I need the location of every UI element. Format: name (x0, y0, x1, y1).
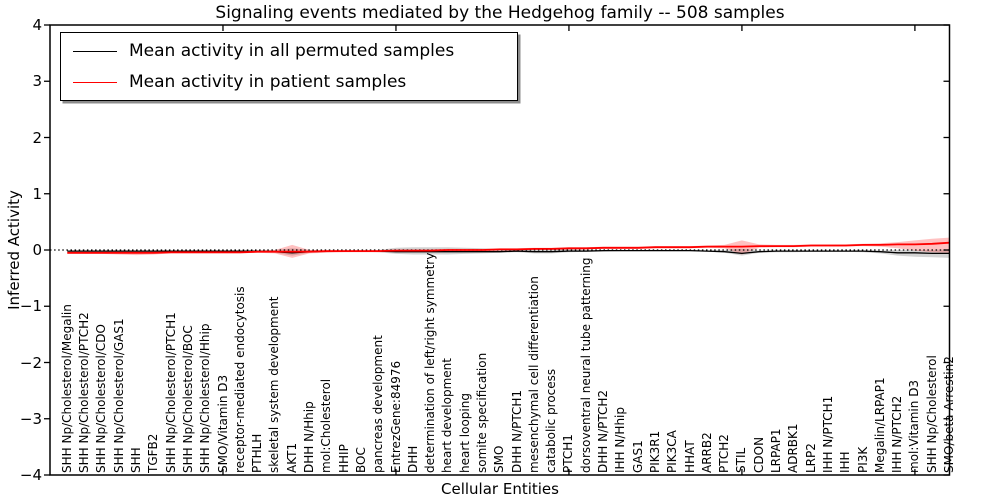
category-label: HHIP (336, 444, 351, 473)
category-label: PIK3CA (665, 430, 680, 473)
category-label: determination of left/right symmetry (423, 252, 438, 473)
plot-frame (49, 24, 951, 476)
category-label: LRP2 (803, 443, 818, 473)
x-axis-title: Cellular Entities (441, 480, 559, 498)
category-label: IHH N/PTCH2 (890, 395, 905, 473)
category-label: heart looping (457, 393, 472, 473)
patient-band-area (67, 237, 950, 258)
category-label: mol:Cholesterol (319, 378, 334, 473)
permuted-mean-line (67, 249, 950, 255)
category-label: ARRB2 (699, 432, 714, 473)
category-label: mol:Vitamin D3 (907, 379, 922, 473)
category-label: PTCH2 (717, 434, 732, 473)
category-label: PIK3R1 (647, 430, 662, 473)
category-label: STIL (734, 447, 749, 473)
y-axis-title: Inferred Activity (5, 190, 23, 310)
y-tick-label: −1 (19, 297, 42, 316)
category-label: SHH Np/Cholesterol/CDO (94, 324, 109, 473)
category-label: HHAT (682, 440, 697, 473)
category-label: SMO (492, 445, 507, 473)
category-label: LRPAP1 (769, 428, 783, 473)
category-label: pancreas development (371, 335, 386, 473)
legend-row-permuted: Mean activity in all permuted samples (61, 36, 454, 66)
category-label: DHH N/PTCH2 (596, 389, 610, 473)
category-label: heart development (440, 358, 455, 473)
category-label: PTCH1 (561, 434, 576, 473)
legend-label-patient: Mean activity in patient samples (129, 72, 407, 92)
legend-row-patient: Mean activity in patient samples (61, 67, 406, 97)
legend-label-permuted: Mean activity in all permuted samples (129, 41, 455, 61)
category-label: SHH Np/Cholesterol/PTCH1 (163, 312, 178, 473)
y-tick-label: −2 (19, 353, 42, 372)
category-label: TGFB2 (146, 433, 161, 473)
category-label: SHH Np/Cholesterol/Megalin (59, 304, 74, 473)
category-label: somite specification (475, 352, 489, 473)
category-label: SHH Np/Cholesterol (924, 355, 939, 473)
category-label: IHH N/Hhip (613, 407, 628, 473)
y-tick-label: 0 (32, 241, 42, 259)
category-label: AKT1 (284, 442, 299, 473)
category-label: BOC (353, 447, 368, 473)
y-tick-label: 2 (32, 128, 42, 147)
category-label: GAS1 (630, 440, 645, 473)
category-label: catabolic process (544, 368, 559, 473)
category-label: PTHLH (250, 433, 265, 473)
category-label: DHH (405, 445, 420, 473)
category-label: SHH Np/Cholesterol/GAS1 (111, 318, 126, 473)
category-label: mesenchymal cell differentiation (526, 276, 541, 473)
category-label: CDON (751, 436, 766, 473)
category-label: SHH (129, 447, 143, 473)
y-tick-label: −4 (19, 466, 42, 484)
category-label: receptor-mediated endocytosis (232, 286, 247, 473)
category-label: ADRBK1 (786, 423, 801, 473)
y-tick-label: 4 (32, 16, 42, 34)
category-label: DHH N/Hhip (302, 401, 316, 473)
category-label: DHH N/PTCH1 (509, 389, 524, 473)
legend-box: Mean activity in all permuted samples Me… (60, 32, 518, 101)
patient-mean-line (67, 241, 950, 254)
chart-title: Signaling events mediated by the Hedgeho… (215, 3, 785, 23)
category-label: SHH Np/Cholesterol/BOC (180, 325, 195, 473)
category-label: SMO/beta Arrestin2 (942, 356, 956, 473)
category-label: skeletal system development (267, 296, 282, 473)
category-label: SHH Np/Cholesterol/PTCH2 (77, 312, 92, 473)
category-label: IHH (838, 451, 853, 473)
permuted-line-sample (73, 50, 117, 52)
category-label: PI3K (855, 446, 870, 473)
category-label: SHH Np/Cholesterol/Hhip (198, 323, 213, 473)
category-label: dorsoventral neural tube patterning (578, 257, 593, 473)
y-tick-label: 3 (32, 72, 42, 91)
y-tick-label: −3 (19, 409, 42, 428)
y-tick-label: 1 (32, 184, 42, 203)
category-label: IHH N/PTCH1 (820, 395, 835, 473)
patient-line-sample (73, 81, 117, 83)
category-label: EntrezGene:84976 (388, 360, 403, 473)
category-label: SMO/Vitamin D3 (215, 374, 230, 473)
category-label: Megalin/LRPAP1 (872, 377, 887, 473)
